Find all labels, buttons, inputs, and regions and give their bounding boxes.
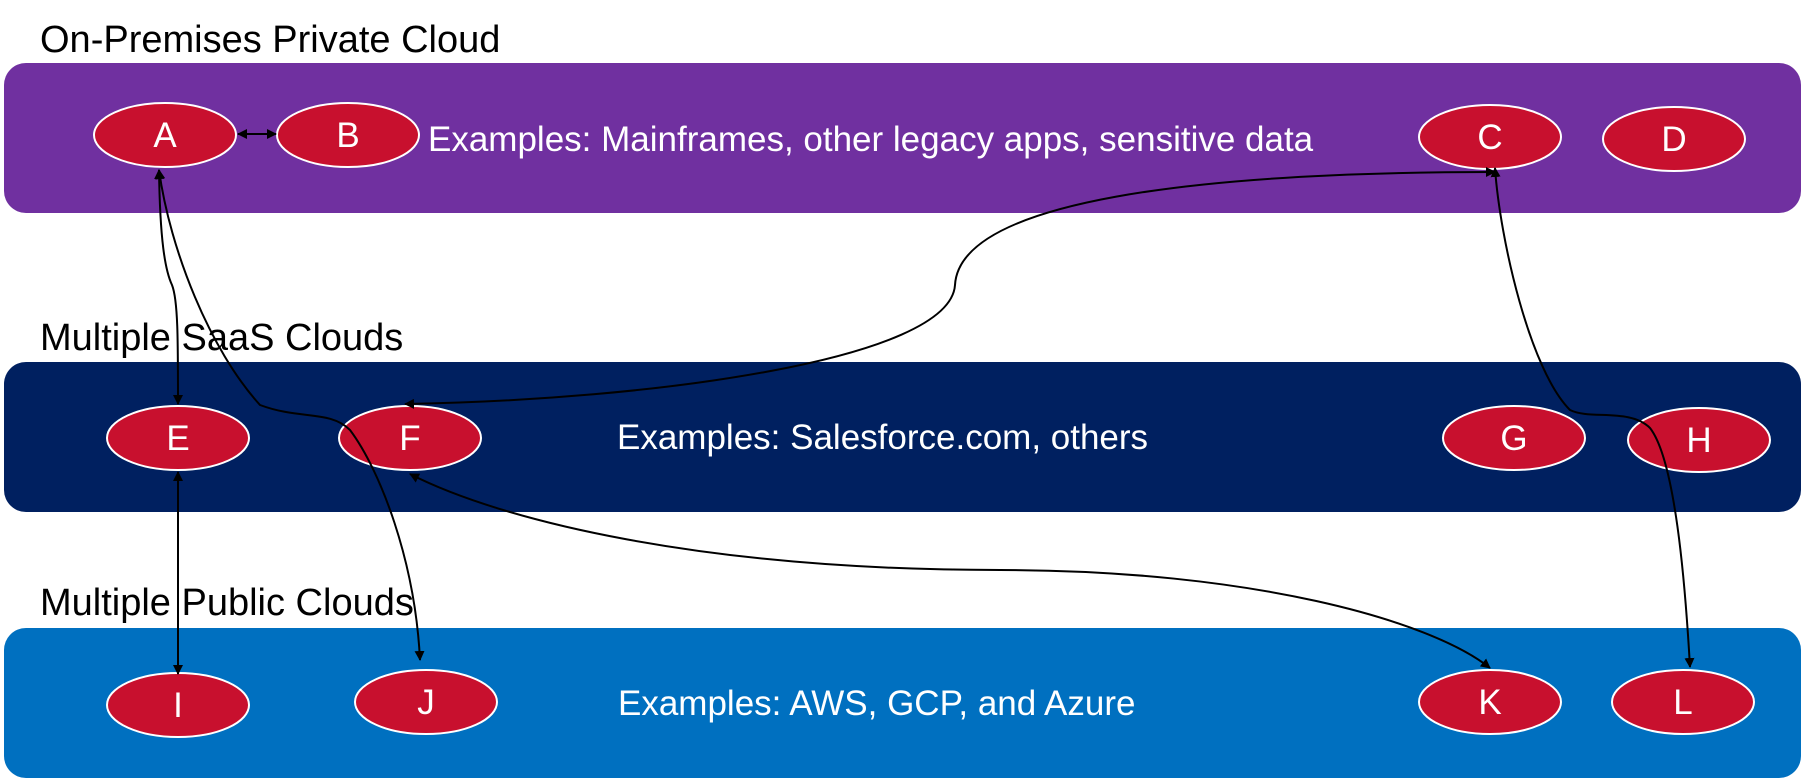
node-g: G (1442, 405, 1586, 471)
node-j-label: J (417, 683, 435, 722)
connector-c-f (404, 167, 1496, 409)
node-e: E (106, 405, 250, 471)
node-g-label: G (1500, 419, 1527, 458)
node-f: F (338, 405, 482, 471)
saas-clouds-examples: Examples: Salesforce.com, others (617, 418, 1148, 457)
node-c: C (1418, 104, 1562, 170)
node-d: D (1602, 106, 1746, 172)
public-clouds-examples: Examples: AWS, GCP, and Azure (618, 684, 1135, 723)
private-cloud-title: On-Premises Private Cloud (40, 19, 500, 61)
node-k-label: K (1478, 683, 1501, 722)
node-d-label: D (1661, 120, 1686, 159)
node-f-label: F (399, 419, 420, 458)
public-clouds-title: Multiple Public Clouds (40, 582, 414, 624)
connector-f-k (409, 473, 1491, 669)
node-c-label: C (1477, 118, 1502, 157)
node-b: B (276, 102, 420, 168)
connector-a-j (155, 169, 425, 661)
node-b-label: B (336, 116, 359, 155)
node-j: J (354, 669, 498, 735)
node-h: H (1627, 407, 1771, 473)
private-cloud-examples: Examples: Mainframes, other legacy apps,… (428, 120, 1314, 159)
node-l: L (1611, 669, 1755, 735)
node-a-label: A (153, 116, 177, 155)
node-a: A (93, 102, 237, 168)
node-i: I (106, 672, 250, 738)
node-l-label: L (1673, 683, 1692, 722)
node-k: K (1418, 669, 1562, 735)
node-i-label: I (173, 686, 183, 725)
connector-c-l (1490, 167, 1695, 668)
node-e-label: E (166, 419, 189, 458)
node-h-label: H (1686, 421, 1711, 460)
